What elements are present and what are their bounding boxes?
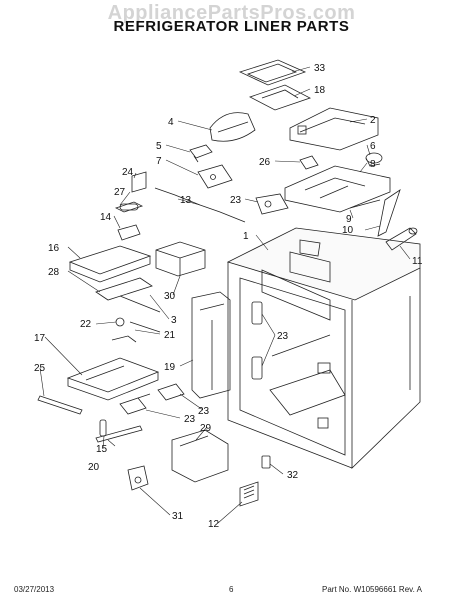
callout-12: 12	[208, 519, 220, 530]
part-23-upper-thermistor	[255, 193, 289, 215]
footer-part-number: Part No. W10596661 Rev. A	[322, 585, 422, 594]
part-29-bracket	[171, 429, 229, 483]
part-24-bracket	[131, 171, 147, 193]
callout-28: 28	[48, 267, 60, 278]
callout-1: 1	[243, 231, 249, 242]
part-28-plate	[95, 277, 153, 301]
part-2-control-housing	[289, 107, 379, 151]
callout-29: 29	[200, 423, 212, 434]
callout-22: 22	[80, 319, 92, 330]
part-4-housing	[209, 112, 256, 142]
callout-26: 26	[259, 157, 271, 168]
part-26-clip	[299, 155, 319, 170]
callout-23-upper: 23	[230, 195, 242, 206]
callout-14: 14	[100, 212, 112, 223]
callout-31: 31	[172, 511, 184, 522]
part-20-strip	[95, 425, 143, 443]
part-27-light-lens	[114, 201, 144, 213]
footer-page-number: 6	[229, 585, 234, 594]
part-6-fitting	[365, 152, 383, 167]
part-19-duct	[191, 291, 231, 399]
callout-17: 17	[34, 333, 46, 344]
callout-3: 3	[171, 315, 177, 326]
leader-lines	[39, 66, 411, 524]
part-21-line	[129, 321, 161, 333]
part-7-module	[197, 164, 233, 189]
part-8-air-tower	[284, 165, 391, 213]
callout-25: 25	[34, 363, 46, 374]
exploded-parts-diagram: 33 18 4 2 5 6 7 26 8 24 27 13 23 9 10 14…	[34, 59, 423, 530]
part-11-filter	[385, 227, 418, 251]
part-23-right-sensor	[157, 383, 185, 401]
part-17-tray	[66, 357, 160, 401]
part-33-cover	[238, 59, 307, 86]
callout-21: 21	[164, 330, 176, 341]
part-10-rod	[377, 189, 401, 237]
callout-23-lower-right: 23	[198, 406, 210, 417]
callout-18: 18	[314, 85, 326, 96]
part-22-damper	[111, 317, 137, 343]
part-12-grille	[239, 481, 259, 507]
callout-5: 5	[156, 141, 162, 152]
part-23-lower-sensor	[119, 393, 151, 415]
callout-7: 7	[156, 156, 162, 167]
part-16-board	[68, 245, 152, 283]
callout-8: 8	[370, 159, 376, 170]
callout-33: 33	[314, 63, 326, 74]
callout-2: 2	[370, 115, 376, 126]
callout-24: 24	[122, 167, 134, 178]
callout-16: 16	[48, 243, 60, 254]
part-18-panel	[248, 84, 312, 111]
part-14-connector	[117, 224, 141, 241]
callout-13: 13	[180, 195, 192, 206]
callout-19: 19	[164, 362, 176, 373]
part-30-cover	[155, 241, 206, 277]
part-25-rail	[37, 395, 83, 415]
part-32-clip	[261, 455, 271, 469]
part-15-pin	[99, 419, 107, 437]
callout-4: 4	[168, 117, 174, 128]
callout-labels: 33 18 4 2 5 6 7 26 8 24 27 13 23 9 10 14…	[34, 63, 423, 530]
callout-9: 9	[346, 214, 352, 225]
callout-30: 30	[164, 291, 176, 302]
part-5-switch	[189, 144, 213, 163]
callout-23-lower-left: 23	[184, 414, 196, 425]
callout-32: 32	[287, 470, 299, 481]
callout-11: 11	[412, 256, 423, 267]
callout-20: 20	[88, 462, 100, 473]
part-9-strip	[349, 199, 381, 209]
callout-23-liner: 23	[277, 331, 289, 342]
page-title: REFRIGERATOR LINER PARTS	[113, 18, 350, 35]
footer-date: 03/27/2013	[14, 585, 55, 594]
callout-10: 10	[342, 225, 354, 236]
part-3-line	[119, 295, 161, 313]
callout-15: 15	[96, 444, 108, 455]
callout-6: 6	[370, 141, 376, 152]
part-31-valve	[127, 465, 149, 491]
callout-27: 27	[114, 187, 126, 198]
watermark: AppliancePartsPros.com	[107, 2, 356, 24]
liner-part	[226, 227, 421, 469]
